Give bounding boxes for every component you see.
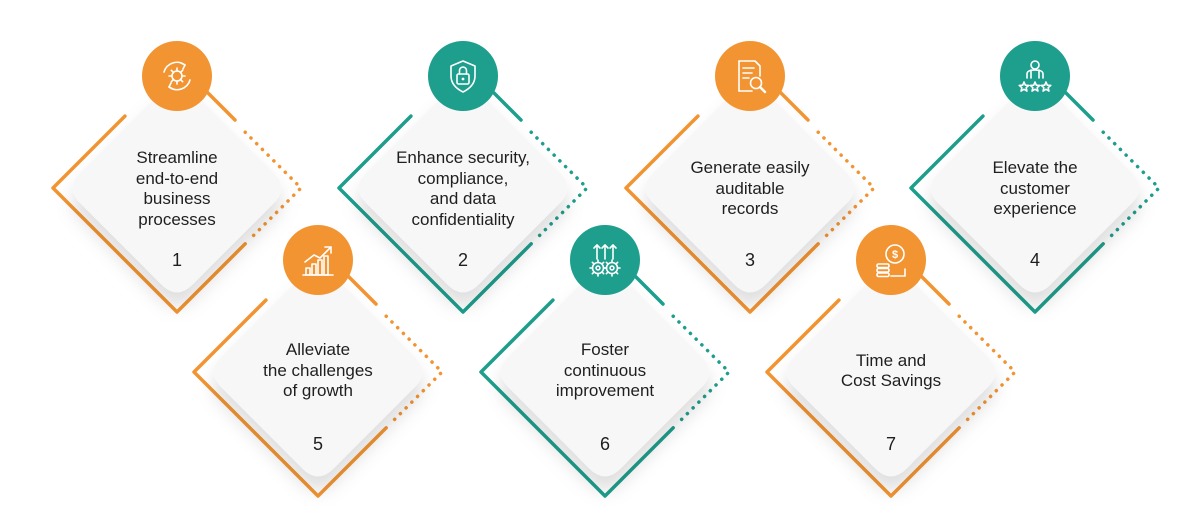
benefit-card-5: [192, 225, 445, 498]
card-label-line: continuous: [563, 360, 647, 380]
gears-arrows-icon: [589, 244, 621, 277]
card-label-line: Foster: [580, 340, 630, 360]
card-label-line: the challenges: [263, 360, 373, 380]
card-outline-solid: [192, 298, 388, 498]
benefit-card-2: [337, 41, 590, 314]
card-label-line: of growth: [283, 381, 353, 401]
benefit-card-4: [909, 41, 1162, 314]
coin-clock-icon: $: [876, 244, 906, 278]
icon-badge: [1000, 41, 1070, 111]
benefit-card-7: $: [765, 225, 1018, 498]
card-label-line: experience: [993, 199, 1077, 219]
icon-badge: [142, 41, 212, 111]
card-label-line: Alleviate: [285, 340, 351, 360]
card-face: [358, 83, 568, 293]
customer-stars-icon: [1018, 60, 1052, 92]
growth-chart-icon: [302, 246, 334, 276]
card-label-line: processes: [138, 209, 216, 229]
card-number-3: 3: [744, 250, 755, 270]
card-number-4: 4: [1029, 250, 1040, 270]
card-face: [213, 267, 423, 477]
icon-badge: [856, 225, 926, 295]
icon-badge: [428, 41, 498, 111]
card-face: [500, 267, 710, 477]
card-face: [930, 83, 1140, 293]
card-label-line: Elevate the: [992, 158, 1078, 178]
card-label-line: confidentiality: [411, 209, 515, 229]
card-label-line: improvement: [555, 381, 655, 401]
card-label-line: compliance,: [417, 168, 509, 188]
card-outline-solid: [479, 298, 675, 498]
card-label-line: Cost Savings: [840, 371, 942, 390]
card-face: [645, 83, 855, 293]
card-label-line: Generate easily: [690, 158, 810, 178]
gear-cycle-icon: [163, 61, 191, 91]
card-label-line: customer: [1000, 178, 1070, 198]
card-number-5: 5: [312, 434, 323, 454]
card-number-2: 2: [457, 250, 468, 270]
card-label-line: records: [721, 199, 779, 219]
card-outline-solid: [909, 114, 1105, 314]
card-number-6: 6: [599, 434, 610, 454]
card-number-1: 1: [171, 250, 182, 270]
icon-badge: [570, 225, 640, 295]
benefit-card-6: [479, 225, 732, 498]
card-outline-solid: [337, 114, 533, 314]
card-outline-solid: [624, 114, 820, 314]
card-label-line: end-to-end: [135, 168, 219, 188]
icon-badge: [715, 41, 785, 111]
card-face: [72, 83, 282, 293]
card-label-line: business: [143, 189, 211, 208]
card-outline-solid: [51, 114, 247, 314]
card-label-line: auditable: [715, 178, 785, 198]
svg-text:$: $: [892, 249, 898, 261]
card-label-line: and data: [429, 189, 497, 208]
card-face: [786, 267, 996, 477]
card-label-line: Enhance security,: [396, 148, 530, 167]
card-number-7: 7: [885, 434, 896, 454]
document-search-icon: [738, 60, 767, 94]
benefit-card-3: [624, 41, 877, 314]
card-label-line: Streamline: [136, 148, 218, 167]
card-label-line: Time and: [855, 350, 927, 370]
card-outline-solid: [765, 298, 961, 498]
benefit-card-1: [51, 41, 304, 314]
shield-lock-icon: [450, 60, 476, 93]
